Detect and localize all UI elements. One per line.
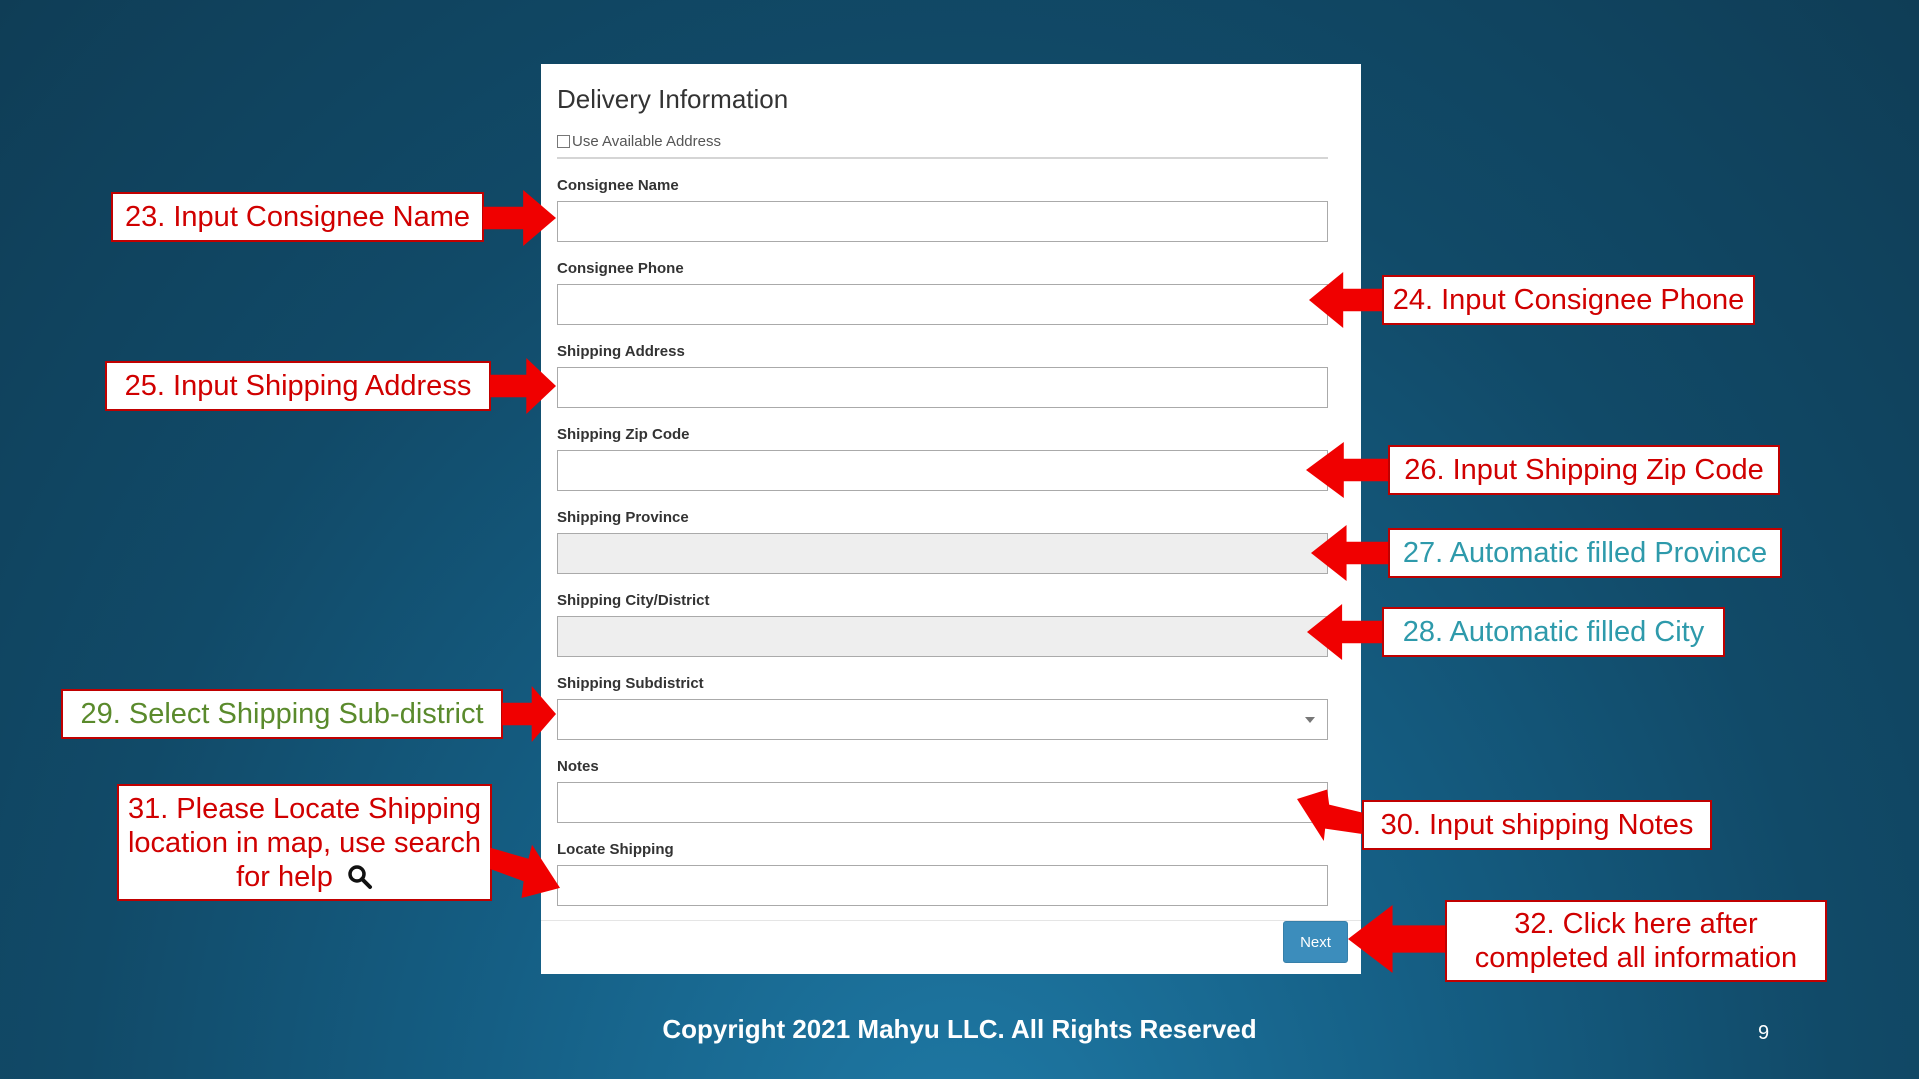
callout-31-line2: location in map, use search [127,826,482,859]
shipping-address-input[interactable] [557,367,1328,408]
form-footer-divider [541,920,1361,921]
callout-31: 31. Please Locate Shipping location in m… [117,784,492,901]
arrow-32 [1348,905,1447,973]
consignee-name-input[interactable] [557,201,1328,242]
callout-31-line3-row: for help [236,860,373,894]
shipping-zip-input[interactable] [557,450,1328,491]
shipping-province-label: Shipping Province [557,509,689,526]
callout-32-line2: completed all information [1474,942,1798,974]
shipping-subdistrict-select[interactable] [557,699,1328,740]
use-available-address-row: Use Available Address [557,133,1328,159]
chevron-down-icon[interactable] [1305,717,1315,723]
use-available-address-checkbox[interactable] [557,135,570,148]
form-title: Delivery Information [557,84,789,114]
callout-26: 26. Input Shipping Zip Code [1388,445,1780,495]
delivery-form: Delivery Information Use Available Addre… [541,64,1361,974]
callout-29: 29. Select Shipping Sub-district [61,689,503,739]
notes-label: Notes [557,758,599,775]
callout-30: 30. Input shipping Notes [1362,800,1712,850]
callout-31-line1: 31. Please Locate Shipping [127,792,482,825]
shipping-city-input [557,616,1328,657]
shipping-city-label: Shipping City/District [557,592,710,609]
page-number: 9 [1758,1022,1770,1044]
locate-shipping-input[interactable] [557,865,1328,906]
shipping-subdistrict-label: Shipping Subdistrict [557,675,704,692]
consignee-name-label: Consignee Name [557,177,679,194]
callout-23: 23. Input Consignee Name [111,192,484,242]
callout-25: 25. Input Shipping Address [105,361,491,411]
callout-32-line1: 32. Click here after [1514,908,1758,940]
shipping-province-input [557,533,1328,574]
copyright-text: Copyright 2021 Mahyu LLC. All Rights Res… [662,1014,1257,1044]
shipping-address-label: Shipping Address [557,343,685,360]
callout-27: 27. Automatic filled Province [1388,528,1782,578]
use-available-address-label[interactable]: Use Available Address [572,133,721,150]
next-button[interactable]: Next [1283,921,1348,963]
locate-shipping-label: Locate Shipping [557,841,674,858]
callout-24: 24. Input Consignee Phone [1382,275,1755,325]
consignee-phone-label: Consignee Phone [557,260,684,277]
callout-28: 28. Automatic filled City [1382,607,1725,657]
callout-32: 32. Click here after completed all infor… [1445,900,1827,982]
consignee-phone-input[interactable] [557,284,1328,325]
shipping-zip-label: Shipping Zip Code [557,426,690,443]
search-icon [348,864,372,889]
notes-input[interactable] [557,782,1328,823]
callout-31-line3: for help [236,860,333,893]
